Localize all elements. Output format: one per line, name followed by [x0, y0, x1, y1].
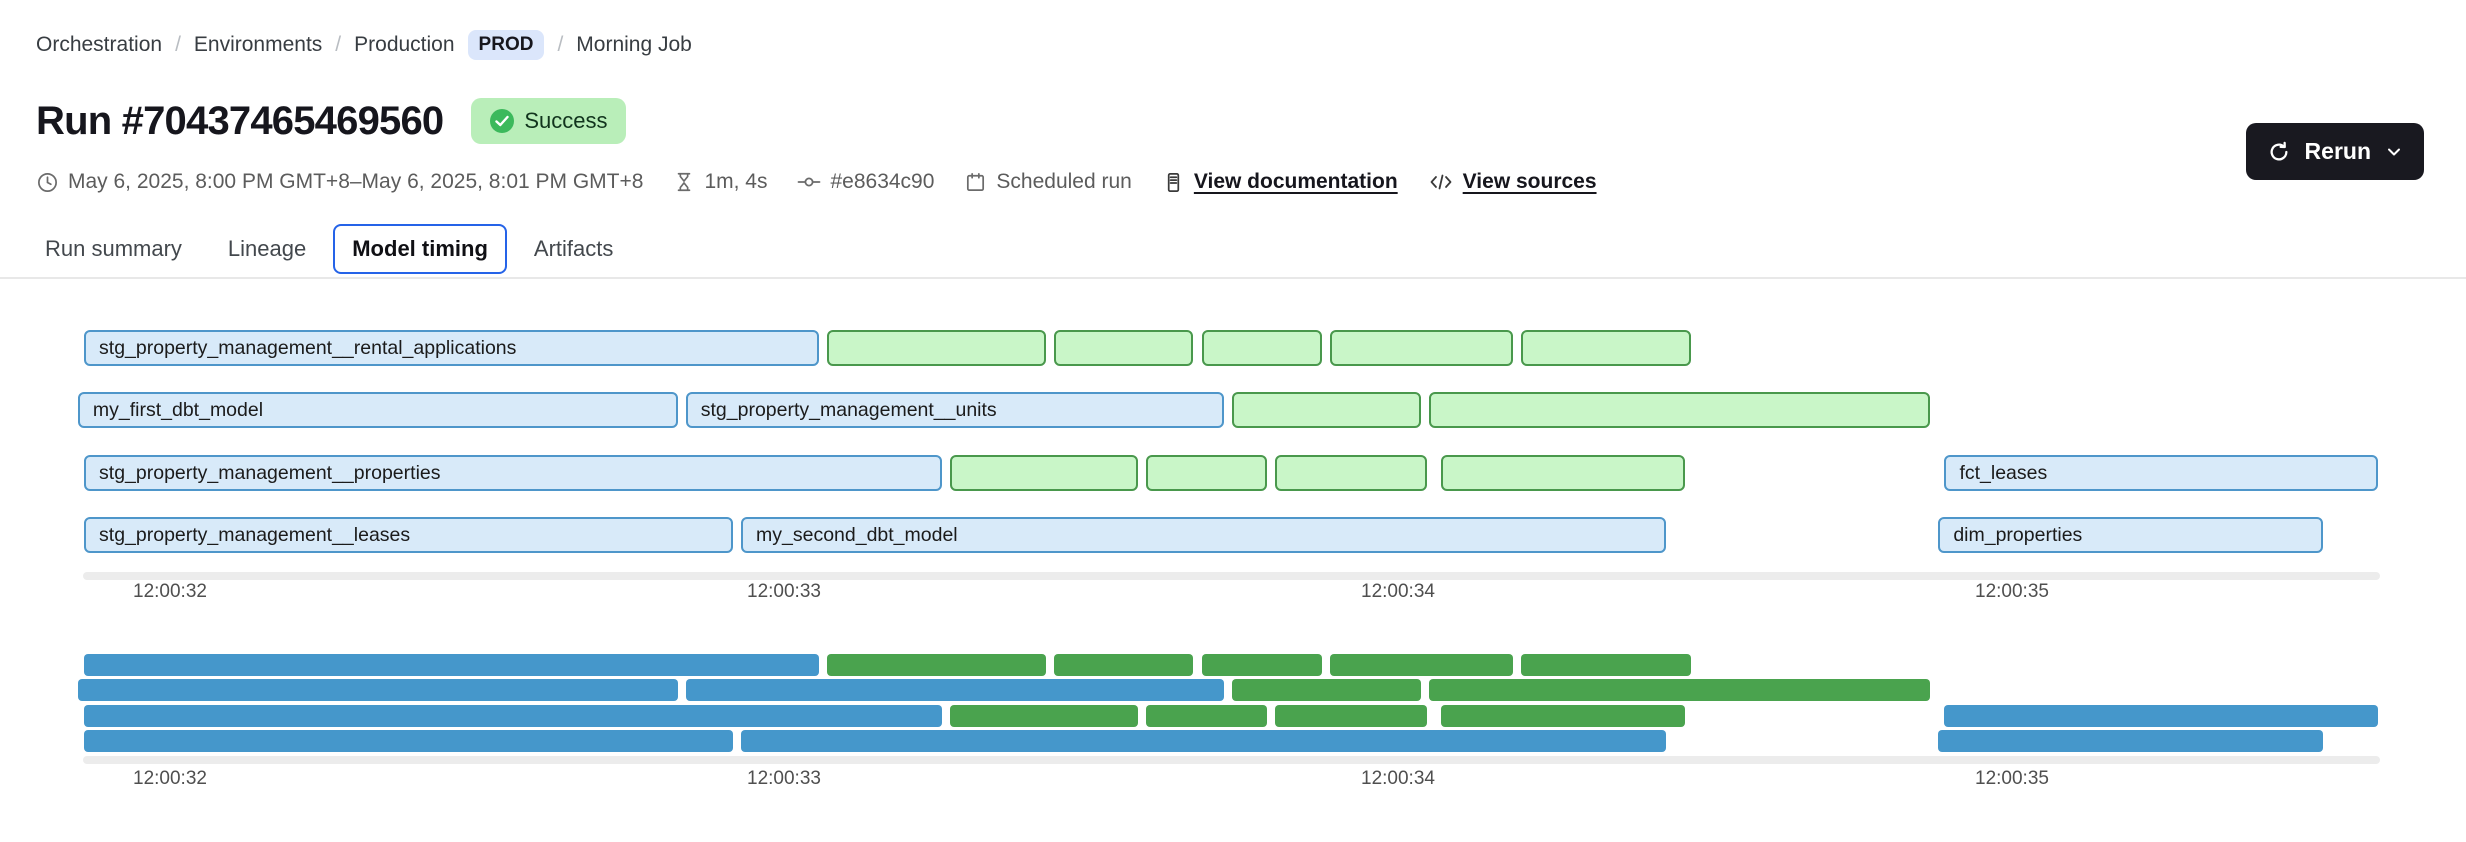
- status-badge: Success: [471, 98, 626, 144]
- breadcrumb-production[interactable]: Production: [354, 33, 455, 56]
- mini-timeline-bar: [1938, 730, 2324, 752]
- mini-timeline-bar: [826, 654, 1046, 676]
- gantt-bar-label: stg_property_management__leases: [99, 523, 411, 546]
- mini-timeline-bar: [1330, 654, 1513, 676]
- mini-timeline-bar: [1944, 705, 2379, 727]
- view-sources-link[interactable]: View sources: [1462, 170, 1597, 193]
- rerun-button-label: Rerun: [2304, 138, 2371, 164]
- tabs-divider: [0, 277, 2466, 279]
- check-circle-icon: [489, 108, 515, 134]
- gantt-bar[interactable]: stg_property_management__rental_applicat…: [84, 330, 819, 366]
- gantt-bar-label: stg_property_management__rental_applicat…: [99, 336, 517, 359]
- gantt-bar[interactable]: [1330, 330, 1513, 366]
- gantt-bar[interactable]: [1146, 455, 1268, 491]
- view-documentation-link[interactable]: View documentation: [1193, 170, 1398, 193]
- mini-timeline-bar: [741, 730, 1667, 752]
- axis-tick-label: 12:00:34: [1361, 768, 1435, 789]
- mini-timeline-bar: [1054, 654, 1194, 676]
- document-icon: [1162, 171, 1185, 194]
- breadcrumb: Orchestration / Environments / Productio…: [36, 30, 692, 60]
- status-badge-label: Success: [524, 108, 608, 133]
- mini-timeline-bar: [84, 730, 733, 752]
- view-sources[interactable]: View sources: [1428, 170, 1597, 194]
- mini-timeline-bar: [1440, 705, 1685, 727]
- gantt-bar[interactable]: [1428, 392, 1931, 428]
- gantt-bar[interactable]: [949, 455, 1139, 491]
- breadcrumb-orchestration[interactable]: Orchestration: [36, 33, 163, 56]
- gantt-bar-label: stg_property_management__properties: [99, 461, 441, 484]
- breadcrumb-separator: /: [335, 33, 342, 56]
- mini-timeline-bar: [685, 679, 1225, 701]
- gantt-bar[interactable]: [1520, 330, 1691, 366]
- mini-timeline-scrollbar-track[interactable]: [83, 756, 2380, 764]
- axis-tick-label: 12:00:33: [747, 768, 821, 789]
- gantt-bar[interactable]: [826, 330, 1046, 366]
- title-row: Run #70437465469560 Success: [36, 98, 626, 144]
- run-trigger: Scheduled run: [964, 170, 1132, 194]
- run-metadata: May 6, 2025, 8:00 PM GMT+8–May 6, 2025, …: [36, 170, 1597, 194]
- rerun-button[interactable]: Rerun: [2245, 123, 2424, 180]
- hourglass-icon: [673, 171, 695, 193]
- breadcrumb-separator: /: [557, 33, 564, 56]
- gantt-bar-label: fct_leases: [1959, 461, 2048, 484]
- mini-timeline-bar: [1232, 679, 1421, 701]
- axis-tick-label: 12:00:34: [1361, 581, 1435, 602]
- tab-run-summary[interactable]: Run summary: [45, 236, 182, 261]
- gantt-bar[interactable]: [1201, 330, 1323, 366]
- tab-artifacts[interactable]: Artifacts: [533, 236, 614, 261]
- tab-lineage[interactable]: Lineage: [227, 236, 307, 261]
- gantt-bar-label: my_second_dbt_model: [756, 523, 958, 546]
- chevron-down-icon[interactable]: [2384, 142, 2404, 162]
- gantt-bar[interactable]: dim_properties: [1938, 517, 2324, 553]
- mini-timeline-bar: [1520, 654, 1691, 676]
- commit-icon: [797, 170, 821, 194]
- breadcrumb-separator: /: [175, 33, 181, 56]
- mini-timeline-bar: [1146, 705, 1268, 727]
- refresh-icon: [2266, 139, 2292, 165]
- mini-timeline-bar: [949, 705, 1139, 727]
- axis-tick-label: 12:00:33: [747, 581, 821, 602]
- mini-timeline-bar: [1201, 654, 1323, 676]
- mini-timeline-bar: [84, 705, 942, 727]
- axis-tick-label: 12:00:35: [1975, 768, 2049, 789]
- gantt-bar[interactable]: [1232, 392, 1421, 428]
- axis-tick-label: 12:00:32: [133, 581, 207, 602]
- mini-timeline-bar: [1275, 705, 1427, 727]
- gantt-bar-label: stg_property_management__units: [700, 398, 997, 421]
- run-duration: 1m, 4s: [673, 170, 767, 194]
- mini-timeline-bar: [77, 679, 678, 701]
- run-time-range: May 6, 2025, 8:00 PM GMT+8–May 6, 2025, …: [36, 170, 643, 194]
- environment-badge: PROD: [467, 30, 545, 60]
- clock-icon: [36, 171, 59, 194]
- view-documentation[interactable]: View documentation: [1162, 170, 1398, 194]
- page-title: Run #70437465469560: [36, 98, 444, 143]
- mini-timeline-bar: [84, 654, 819, 676]
- gantt-bar[interactable]: [1440, 455, 1685, 491]
- gantt-bar[interactable]: [1054, 330, 1194, 366]
- calendar-icon: [964, 171, 987, 194]
- gantt-bar[interactable]: fct_leases: [1944, 455, 2379, 491]
- run-duration-text: 1m, 4s: [704, 170, 768, 193]
- axis-tick-label: 12:00:32: [133, 768, 207, 789]
- gantt-bar[interactable]: stg_property_management__properties: [84, 455, 942, 491]
- breadcrumb-environments[interactable]: Environments: [193, 33, 323, 56]
- gantt-bar-label: my_first_dbt_model: [92, 398, 264, 421]
- breadcrumb-morning-job[interactable]: Morning Job: [576, 33, 692, 56]
- gantt-bar[interactable]: my_second_dbt_model: [741, 517, 1667, 553]
- run-commit: #e8634c90: [797, 170, 934, 194]
- tab-model-timing[interactable]: Model timing: [333, 224, 507, 274]
- gantt-bar-label: dim_properties: [1953, 523, 2083, 546]
- run-tabs: Run summary Lineage Model timing Artifac…: [26, 224, 632, 274]
- gantt-scrollbar-track[interactable]: [83, 572, 2380, 580]
- run-trigger-text: Scheduled run: [996, 170, 1132, 193]
- axis-tick-label: 12:00:35: [1975, 581, 2049, 602]
- gantt-bar[interactable]: stg_property_management__units: [685, 392, 1225, 428]
- code-icon: [1428, 171, 1454, 193]
- gantt-bar[interactable]: [1275, 455, 1427, 491]
- gantt-bar[interactable]: stg_property_management__leases: [84, 517, 733, 553]
- run-time-range-text: May 6, 2025, 8:00 PM GMT+8–May 6, 2025, …: [68, 170, 644, 193]
- run-commit-text: #e8634c90: [830, 170, 935, 193]
- mini-timeline-bar: [1428, 679, 1931, 701]
- gantt-bar[interactable]: my_first_dbt_model: [77, 392, 678, 428]
